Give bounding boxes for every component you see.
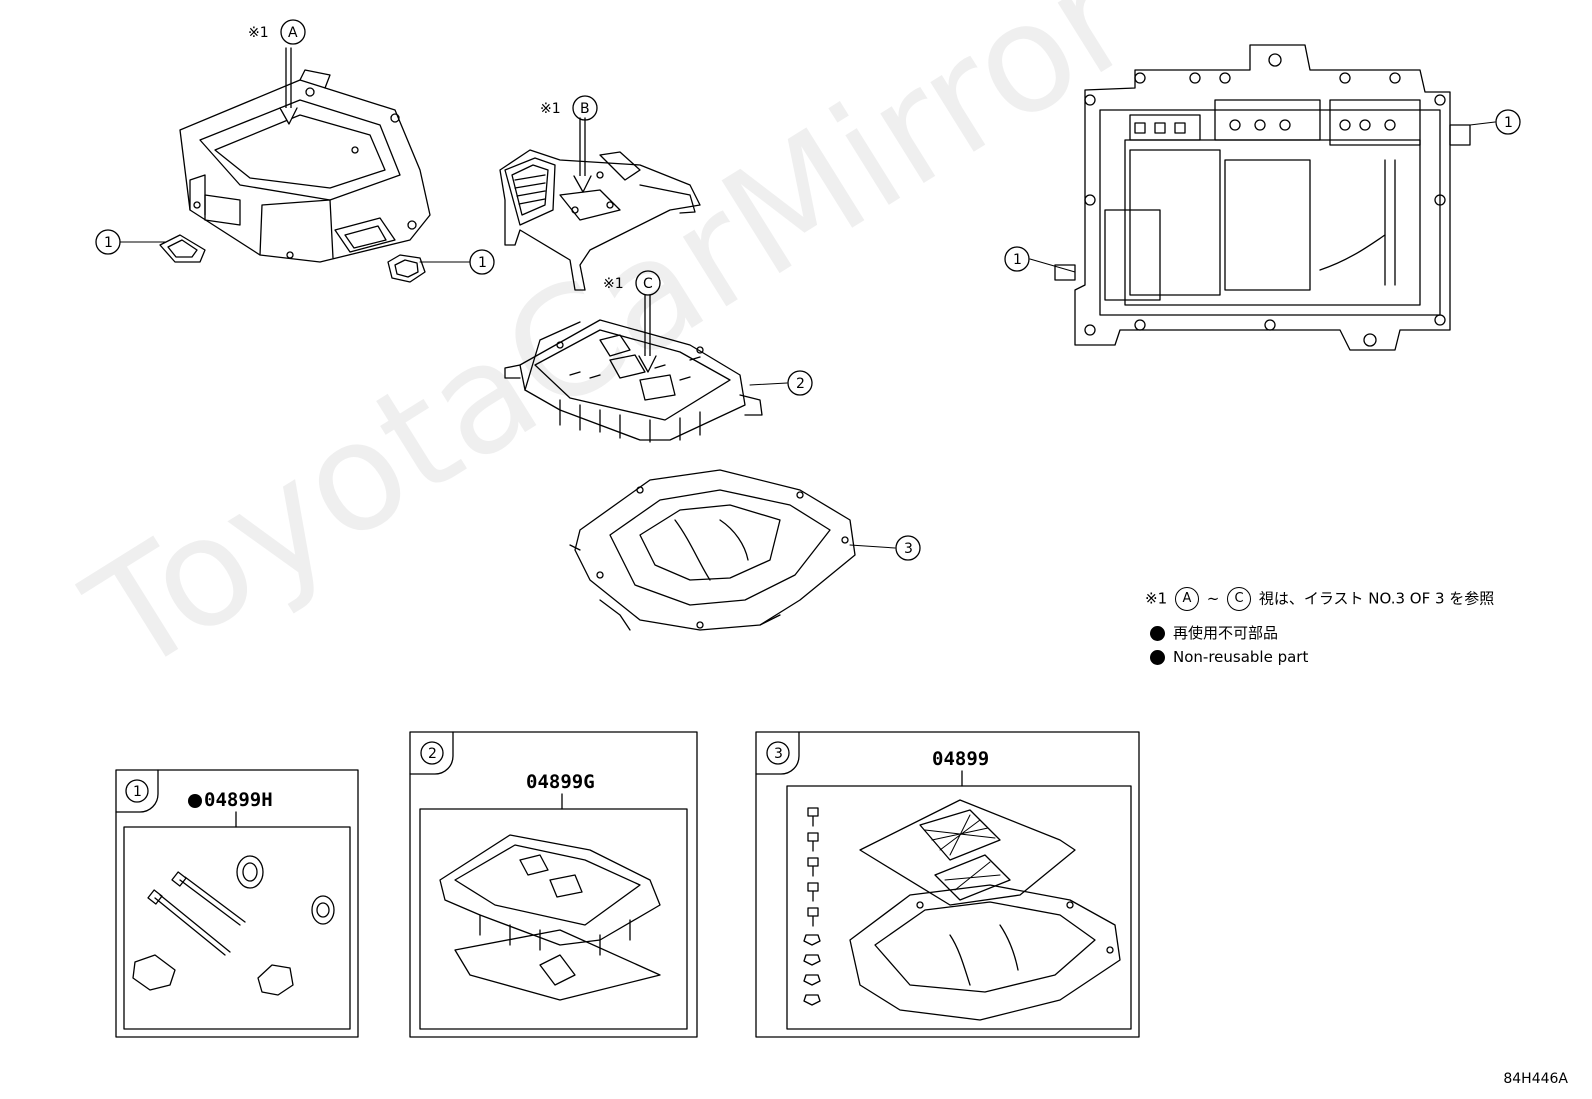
leader-lines: [119, 121, 1496, 549]
view-c-prefix: ※1: [603, 276, 624, 292]
view-b-arrow: [573, 117, 592, 193]
view-a-prefix: ※1: [248, 25, 269, 41]
upper-cover-illustration: [159, 69, 431, 283]
kit-box-2: [409, 731, 698, 1038]
non-reusable-dot-icon: [188, 793, 202, 808]
view-c-letter: C: [643, 276, 653, 292]
control-bracket-illustration: [499, 149, 701, 291]
inverter-top-view-illustration: [1054, 44, 1471, 351]
range-start-marker: A: [1174, 587, 1199, 611]
kit-1-part-number: 04899H: [188, 789, 273, 811]
view-a-arrow: [279, 47, 298, 125]
callout-part-1-right: 1: [1504, 115, 1513, 131]
kit-box-3: [755, 731, 1140, 1038]
view-a-letter: A: [288, 25, 298, 41]
callout-part-3: 3: [904, 541, 913, 557]
kit-3-part-number: 04899: [932, 748, 990, 770]
callout-part-1-left: 1: [104, 235, 113, 251]
callout-part-2: 2: [796, 376, 805, 392]
kit-1-index: 1: [133, 784, 142, 800]
lower-frame-illustration: [569, 469, 856, 631]
range-end-marker: C: [1227, 587, 1252, 611]
view-reference-note: ※1 A ~ C 視は、イラスト NO.3 OF 3 を参照: [1145, 587, 1494, 611]
kit-box-1: [115, 769, 359, 1038]
callout-part-1-cover: 1: [478, 255, 487, 271]
view-b-prefix: ※1: [540, 101, 561, 117]
reference-code: 84H446A: [1503, 1071, 1568, 1087]
legend-non-reusable-jp: 再使用不可部品: [1150, 622, 1278, 643]
view-c-arrow: [638, 294, 657, 373]
view-b-letter: B: [580, 101, 590, 117]
callout-part-1-top-view: 1: [1013, 252, 1022, 268]
non-reusable-dot-icon: [1150, 626, 1165, 641]
legend-non-reusable-en: Non-reusable part: [1150, 648, 1308, 666]
kit-index-labels: 1 2 3: [133, 746, 783, 800]
non-reusable-dot-icon: [1150, 650, 1165, 665]
kit-2-part-number: 04899G: [526, 771, 595, 793]
circuit-board-illustration: [504, 319, 763, 443]
callout-circles: [95, 19, 1521, 561]
kit-2-index: 2: [428, 746, 437, 762]
callout-labels: ※1 A ※1 B ※1 C 1 1 2 3 1 1: [104, 25, 1513, 557]
kit-3-index: 3: [774, 746, 783, 762]
